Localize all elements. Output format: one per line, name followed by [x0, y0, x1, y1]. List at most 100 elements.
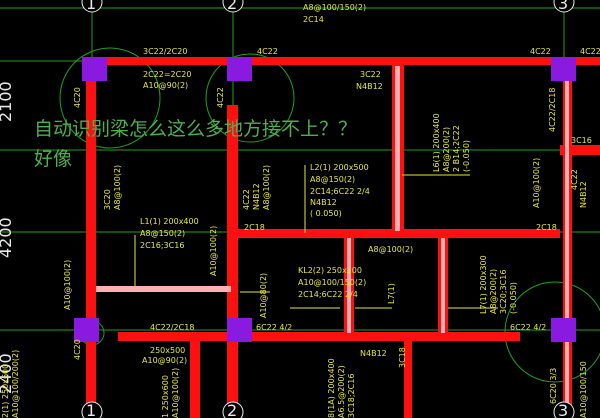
axis-label-bot-2: 2: [227, 401, 238, 418]
label-bot-a10-90: A10@90(2): [142, 356, 188, 365]
column-3b: [551, 318, 576, 342]
label-r-l7-1: L7(1) 200x300: [479, 255, 488, 314]
axis-bubble-bot-2: [222, 401, 244, 418]
label-a10-90: A10@90(2): [143, 81, 189, 90]
beam-mid-horiz: [233, 229, 560, 238]
column-3a: [551, 57, 576, 81]
label-l7: L7(1): [387, 283, 396, 304]
columns: [74, 57, 576, 342]
dim-2100: 2100: [0, 81, 15, 122]
label-n4b12: N4B12: [356, 82, 383, 91]
label-bot-2l-2: A10@100/200(2): [11, 349, 20, 418]
label-bot-a10-150: A10@100/150: [579, 361, 588, 418]
label-r-l7-3: 3C20;3C16: [499, 269, 508, 314]
label-left-a10-100: A10@100(2): [63, 259, 72, 310]
label-bot-4c20: 4C20: [73, 339, 82, 360]
beam-col2: [227, 105, 238, 418]
label-l1-1: L1(1) 200x400: [140, 217, 199, 226]
label-bot-6c22b: 6C22 4/2: [510, 323, 547, 332]
label-2c22-2c20: 2C22=2C20: [143, 70, 192, 79]
column-2b: [227, 318, 252, 342]
label-right-4c22: 4C22: [570, 169, 579, 190]
axis-label-top-1: 1: [86, 0, 97, 13]
label-right-n4b12: N4B12: [579, 181, 588, 208]
overlay-question-line2: 好像: [34, 148, 73, 170]
label-l2-1: L2(1) 200x500: [310, 163, 369, 172]
beam-pink-1: [96, 286, 231, 292]
label-c4-3: A8@100(2): [262, 164, 271, 210]
label-bot-8-2: A6.5@200(2): [337, 365, 346, 418]
label-bot-3c18: 3C18: [398, 347, 407, 368]
label-bot-n4b12: N4B12: [360, 349, 387, 358]
label-4c22-right: 4C22: [530, 47, 551, 56]
axis-bubble-bot-1: [81, 401, 103, 418]
label-3c22: 3C22: [360, 70, 381, 79]
label-c4-1: 4C22: [242, 189, 251, 210]
label-l2-4: N4B12: [310, 198, 337, 207]
label-3c20: 3C20: [103, 189, 112, 210]
label-bot-250x500: 250x500: [150, 346, 186, 355]
label-a8-100-150: A8@100/150(2): [303, 3, 367, 12]
column-2a: [227, 57, 252, 81]
beam-centerlines: [96, 66, 569, 416]
label-kl2-3: 2C14;6C22 2/4: [298, 290, 358, 299]
label-mid-2c18b: 2C18: [536, 223, 557, 232]
label-3c20-a8: A8@100(2): [113, 164, 122, 210]
beam-col1: [86, 62, 96, 418]
label-bot-6c20: 6C20 3/3: [549, 367, 558, 404]
beam-right: [560, 145, 600, 155]
column-1b: [74, 318, 99, 342]
label-3c22-2c20: 3C22/2C20: [143, 47, 188, 56]
axis-label-top-3: 3: [558, 0, 569, 13]
label-a10-80: A10@80(2): [259, 272, 268, 318]
label-4c22-a: 4C22: [257, 47, 278, 56]
label-3c16: 3C16: [571, 136, 592, 145]
label-4c22-2c18: 4C22/2C18: [548, 87, 557, 132]
label-l6-3: 2 B14;2C22: [452, 125, 461, 172]
label-mid-2c18: 2C18: [244, 223, 265, 232]
label-c4-2: N4B12: [252, 183, 261, 210]
label-l2-5: ( 0.050): [310, 209, 342, 218]
beam-pink-2: [395, 66, 400, 231]
axis-bubbles: [81, 0, 575, 418]
label-left-4c20: 4C20: [73, 87, 82, 108]
label-bot-8-3: 3C18;2C16: [347, 373, 356, 418]
label-kl2-1: KL2(2) 250x500: [298, 266, 362, 275]
label-bot-4c22-2c18: 4C22/2C18: [150, 323, 195, 332]
label-r-l7-4: (-0.050): [509, 281, 518, 314]
axis-label-bot-1: 1: [86, 401, 97, 418]
label-l2-2: A8@150(2): [310, 175, 356, 184]
column-1a: [82, 57, 107, 81]
label-bot-2l-3: 1 250x600: [161, 375, 170, 418]
beam-bottom: [118, 332, 520, 341]
beam-v7: [190, 336, 200, 418]
label-bot-6c22: 6C22 4/2: [256, 323, 293, 332]
label-l6-2: A8@200(2): [442, 126, 451, 172]
label-right-a10-100: A10@100(2): [532, 157, 541, 208]
label-r-l7-2: A8@200(2): [489, 268, 498, 314]
label-l6-4: (-0.050): [462, 139, 471, 172]
label-bot-2l-1: 2(1) 250x600: [1, 363, 10, 418]
beam-pink-4: [441, 238, 445, 333]
circle-1: [59, 47, 161, 149]
label-2c14: 2C14: [303, 15, 324, 24]
label-l6-1: L6(1) 200x400: [432, 113, 441, 172]
axis-label-bot-3: 3: [558, 401, 569, 418]
axis-bubble-top-3: [553, 0, 575, 13]
axis-bubble-bot-3: [553, 401, 575, 418]
label-kl2-2: A10@100/150(2): [298, 278, 367, 287]
circle-2: [205, 53, 295, 143]
label-l1-2: A8@150(2): [140, 229, 186, 238]
axis-bubble-top-2: [222, 0, 244, 13]
beam-v6: [404, 340, 412, 418]
axis-bubble-top-1: [81, 0, 103, 13]
label-bot-2l-4: A10@100(2): [171, 367, 180, 418]
label-2c-top-right: 4C22: [580, 47, 600, 56]
beam-pink-5: [565, 66, 569, 416]
label-a10-100-vert: A10@100(2): [209, 225, 218, 276]
label-bot-8-1: 8(1A) 200x400: [327, 358, 336, 418]
leader-lines: [134, 165, 498, 309]
dim-4200: 4200: [0, 217, 15, 258]
label-mid-a8-100: A8@100(2): [368, 245, 414, 254]
